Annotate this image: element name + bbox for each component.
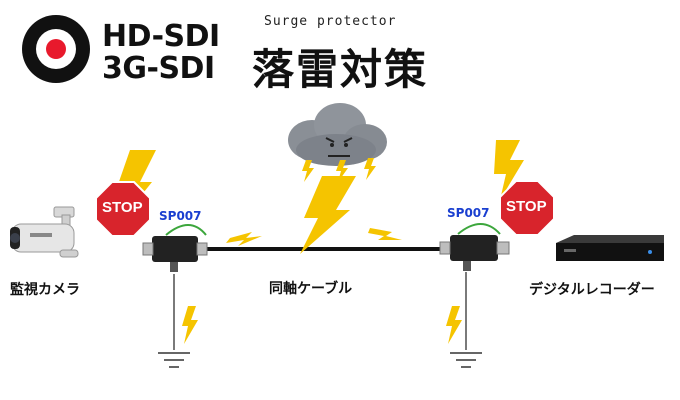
page-subtitle: Surge protector — [264, 14, 397, 29]
lightning-bolt-icon — [368, 228, 402, 240]
stop-sign-right-text: STOP — [506, 198, 547, 215]
lightning-bolt-icon — [226, 232, 262, 246]
stop-sign-icon — [499, 180, 555, 236]
surge-protector-icon — [439, 223, 510, 271]
cable-label: 同軸ケーブル — [269, 281, 353, 297]
lightning-bolt-icon — [364, 158, 376, 180]
left-model-label: SP007 — [159, 209, 202, 223]
camera-label: 監視カメラ — [10, 282, 80, 298]
stop-sign-left-text: STOP — [102, 199, 143, 216]
lightning-bolt-icon — [446, 306, 462, 344]
ground-icon — [450, 272, 482, 368]
storm-cloud-icon — [288, 103, 387, 166]
stop-sign-icon — [95, 181, 151, 237]
brand-line-1: HD-SDI — [102, 19, 220, 54]
lightning-bolt-icon — [494, 140, 524, 200]
ground-icon — [158, 274, 190, 368]
recorder-icon — [556, 235, 664, 261]
camera-icon — [10, 206, 79, 258]
surge-protector-icon — [142, 224, 208, 272]
logo-red-dot — [46, 39, 66, 59]
logo-inner-ring — [36, 29, 76, 69]
lightning-bolt-icon — [182, 306, 198, 344]
lightning-bolt-icon — [302, 160, 314, 182]
logo-target-icon — [22, 15, 90, 83]
lightning-bolt-icon — [336, 160, 348, 182]
brand-line-2: 3G-SDI — [102, 51, 215, 86]
page-title: 落雷対策 — [252, 45, 429, 94]
right-model-label: SP007 — [447, 206, 490, 220]
lightning-bolt-icon — [300, 176, 356, 254]
recorder-label: デジタルレコーダー — [529, 282, 655, 298]
